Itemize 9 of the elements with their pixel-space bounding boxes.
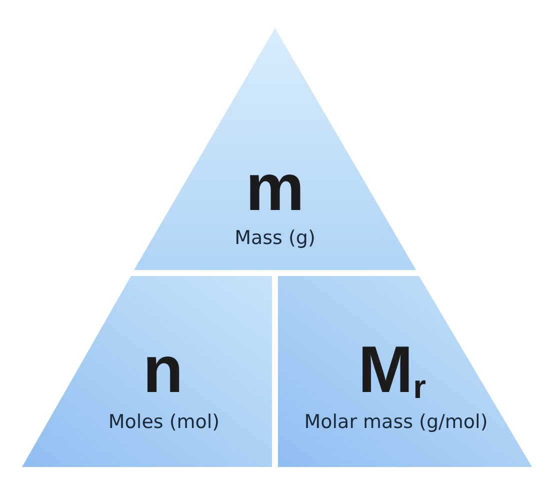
symbol-text: m (246, 154, 304, 220)
symbol-text: M$_{r}$ (358, 336, 426, 402)
symbol-text: n (142, 336, 184, 402)
triangle-section (134, 28, 416, 270)
quantity-label: Moles (mol) (108, 413, 220, 432)
trapezoid-section (22, 276, 272, 467)
quantity-label: Molar mass (g/mol) (304, 413, 488, 432)
quantity-label: Mass (g) (234, 229, 316, 248)
trapezoid-section (278, 276, 532, 467)
